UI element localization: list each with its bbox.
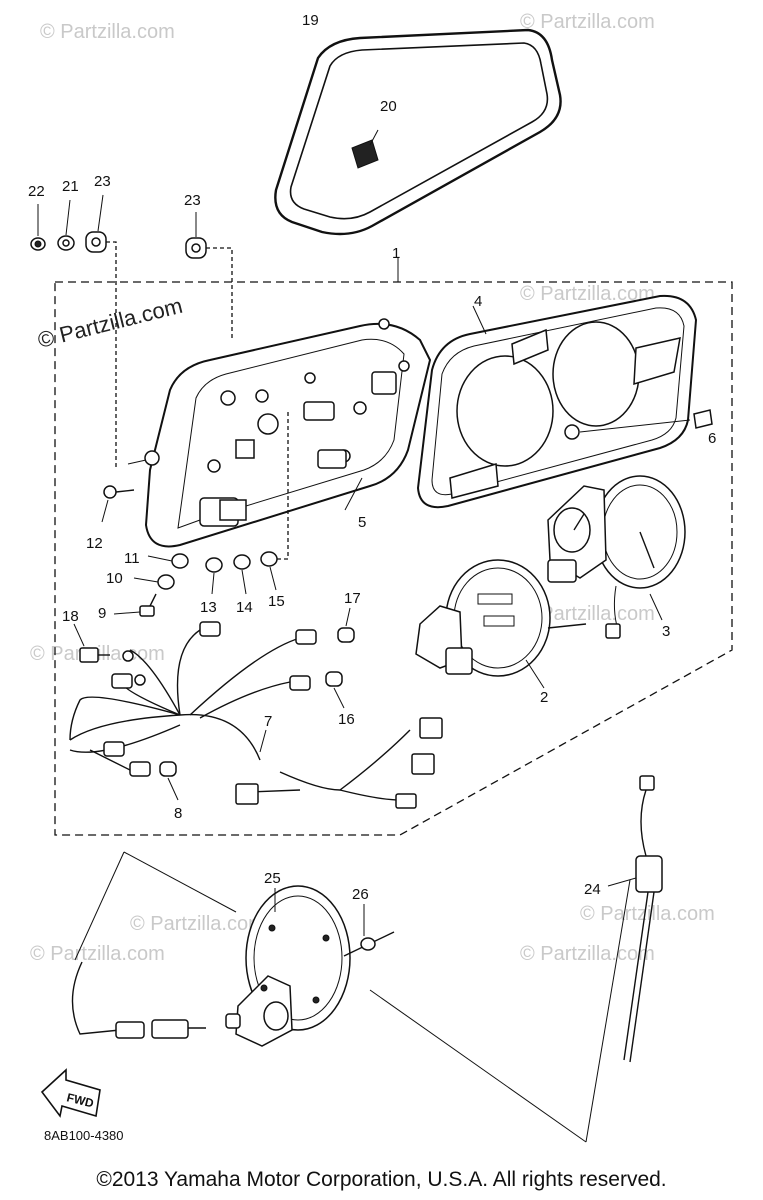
fwd-label: FWD (65, 1090, 95, 1110)
watermark-faint: © Partzilla.com (520, 943, 655, 965)
callout-14: 14 (236, 599, 253, 616)
callout-16: 16 (338, 711, 355, 728)
leader-line (585, 879, 631, 1143)
callout-8: 8 (174, 805, 182, 822)
watermark-faint: © Partzilla.com (520, 283, 655, 305)
copyright-notice: ©2013 Yamaha Motor Corporation, U.S.A. A… (96, 1168, 667, 1191)
callout-26: 26 (352, 886, 369, 903)
tachometer (547, 475, 686, 639)
leader-line (123, 851, 237, 913)
callout-13: 13 (200, 599, 217, 616)
watermark-faint: © Partzilla.com (130, 913, 265, 935)
callout-1: 1 (392, 245, 400, 262)
leader-line (74, 851, 125, 961)
speedometer-cable (607, 775, 663, 1063)
callout-7: 7 (264, 713, 272, 730)
callout-15: 15 (268, 593, 285, 610)
callout-9: 9 (98, 605, 106, 622)
callout-23: 23 (94, 173, 111, 190)
callout-23: 23 (184, 192, 201, 209)
diagram-part-code: 8AB100-4380 (44, 1128, 124, 1143)
callout-22: 22 (28, 183, 45, 200)
meter-panel (416, 294, 713, 509)
callout-2: 2 (540, 689, 548, 706)
callout-21: 21 (62, 178, 79, 195)
callout-17: 17 (344, 590, 361, 607)
callout-6: 6 (708, 430, 716, 447)
watermark-faint: © Partzilla.com (520, 603, 655, 625)
callout-19: 19 (302, 12, 319, 29)
callout-25: 25 (264, 870, 281, 887)
watermark-main: © Partzilla.com (35, 293, 185, 353)
callout-11: 11 (124, 550, 140, 567)
meter-gear-unit (225, 885, 351, 1047)
wire-harness (69, 607, 443, 809)
watermark-faint: © Partzilla.com (40, 21, 175, 43)
callout-5: 5 (358, 514, 366, 531)
callout-20: 20 (380, 98, 397, 115)
gear-pin (343, 904, 395, 957)
watermark-faint: © Partzilla.com (580, 903, 715, 925)
callout-4: 4 (474, 293, 482, 310)
leader-line (369, 989, 587, 1143)
callouts: 1 2 3 4 5 6 7 8 9 10 11 12 13 14 15 16 1… (28, 12, 716, 903)
fasteners (73, 410, 289, 663)
callout-24: 24 (584, 881, 601, 898)
meter-cover (274, 28, 562, 236)
speedometer (415, 559, 587, 689)
callout-12: 12 (86, 535, 103, 552)
assembly-boundary (54, 281, 733, 836)
callout-18: 18 (62, 608, 79, 625)
forward-arrow-icon: FWD (40, 1068, 101, 1118)
watermark-faint: © Partzilla.com (520, 11, 655, 33)
watermark-faint: © Partzilla.com (30, 943, 165, 965)
meter-case (127, 318, 432, 548)
grommets (30, 194, 233, 470)
callout-3: 3 (662, 623, 670, 640)
speedometer-cable-lower (71, 961, 206, 1039)
callout-10: 10 (106, 570, 123, 587)
